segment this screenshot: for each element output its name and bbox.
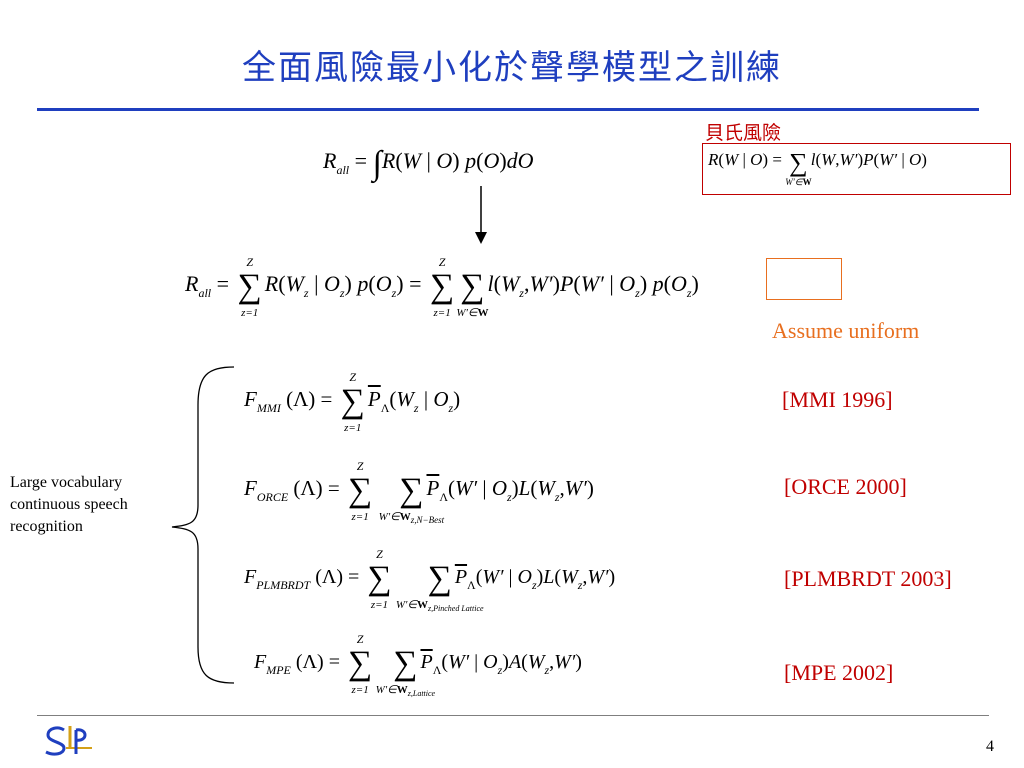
ref-plmbrdt: [PLMBRDT 2003]	[784, 566, 952, 591]
down-arrow-icon	[475, 186, 487, 244]
slp-logo	[42, 722, 94, 763]
slp-logo-icon	[45, 726, 92, 756]
title-divider	[37, 108, 979, 111]
footer-divider	[37, 715, 989, 716]
curly-brace	[171, 366, 235, 684]
ref-mpe: [MPE 2002]	[784, 660, 894, 685]
lvcsr-label: Large vocabulary continuous speech recog…	[10, 472, 185, 538]
equation-risk-integral: Rall = ∫R(W | O) p(O)dO	[323, 145, 534, 182]
uniform-prior-box	[766, 258, 842, 300]
bayes-risk-box	[702, 143, 1011, 195]
page-number: 4	[986, 738, 994, 755]
ref-mmi: [MMI 1996]	[782, 387, 893, 412]
lvcsr-label-text: Large vocabulary continuous speech recog…	[10, 474, 128, 535]
assume-uniform-note: Assume uniform	[772, 318, 920, 343]
slide-title: 全面風險最小化於聲學模型之訓練	[242, 48, 782, 88]
bayes-risk-label: 貝氏風險	[705, 122, 782, 144]
ref-orce: [ORCE 2000]	[784, 474, 907, 499]
